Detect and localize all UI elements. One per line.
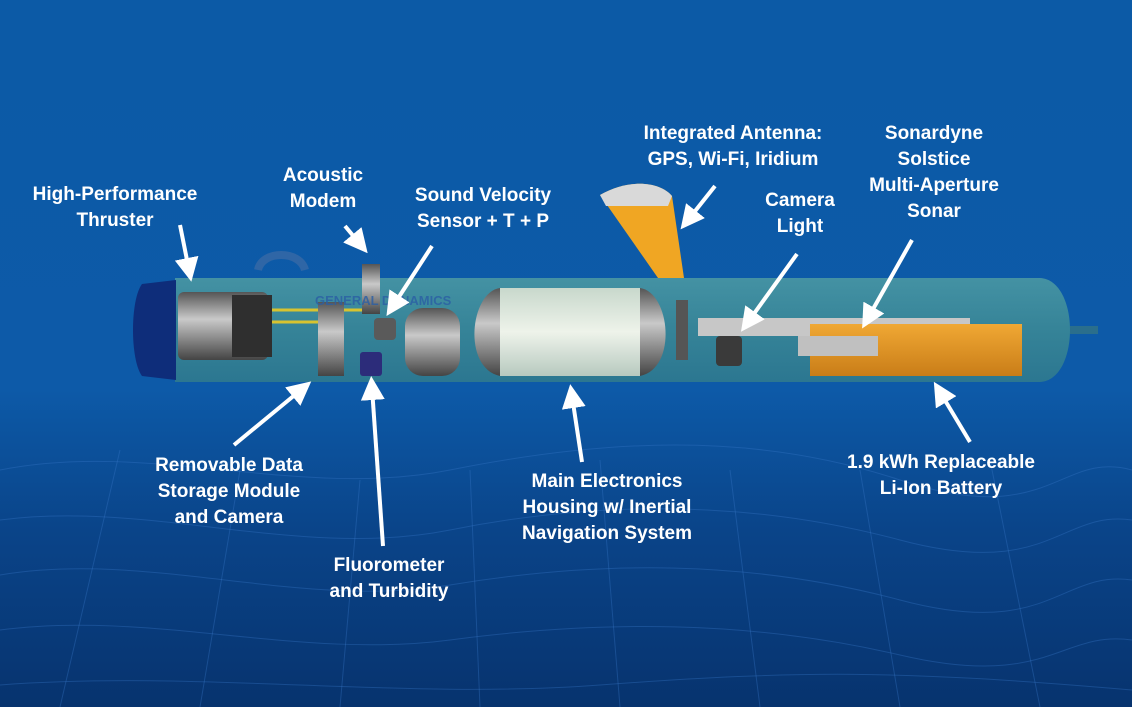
label-line: and Turbidity [329,581,449,602]
label-line: Removable Data [155,455,303,476]
sound-velocity-sensor [374,318,396,340]
label-line: Sound Velocity [414,185,552,206]
label-line: Solstice [897,149,971,170]
thruster-shroud [133,280,176,380]
label-antenna: Integrated Antenna: GPS, Wi-Fi, Iridium [644,121,823,173]
arrow-sound-velocity [386,244,434,317]
arrow-electronics [561,384,586,463]
label-line: High-Performance [32,184,198,205]
arrow-camera-light [740,252,799,332]
arrow-fluorometer [360,376,385,547]
label-line: Thruster [76,210,154,231]
electronics-housing [500,288,640,376]
label-line: Camera [765,190,835,211]
callout-arrows [174,184,972,547]
label-line: Sonardyne [884,123,984,144]
acoustic-modem [362,264,380,314]
arrow-acoustic-modem [343,224,368,254]
antenna-mast [600,183,684,278]
label-line: Sonar [907,201,961,222]
auv-vehicle: GENERAL DYNAMICS [133,183,1098,382]
label-line: Navigation System [522,523,692,544]
label-fluorometer: Fluorometer and Turbidity [330,553,449,605]
label-line: 1.9 kWh Replaceable [847,452,1035,473]
camera-light [716,336,742,366]
label-line: Housing w/ Inertial [522,497,692,518]
label-line: Acoustic [282,165,364,186]
data-storage-module [318,302,344,376]
label-line: Li-Ion Battery [879,478,1003,499]
logo-text: GENERAL DYNAMICS [315,293,452,308]
label-line: GPS, Wi-Fi, Iridium [647,149,819,170]
label-line: Main Electronics [531,471,683,492]
arrow-battery [933,381,972,444]
label-line: Modem [289,191,357,212]
label-line: Multi-Aperture [869,175,999,196]
label-line: Storage Module [157,481,301,502]
label-line: and Camera [174,507,284,528]
arrow-antenna [680,184,717,230]
label-line: Light [776,216,824,237]
arrow-thruster [174,224,199,282]
label-line: Sensor + T + P [416,211,549,232]
arrow-data-storage [232,381,312,447]
fluorometer [360,352,382,376]
label-line: Integrated Antenna: [643,123,823,144]
label-line: Fluorometer [333,555,445,576]
arrow-sonar [862,239,914,329]
seafloor-mesh [0,444,1132,707]
